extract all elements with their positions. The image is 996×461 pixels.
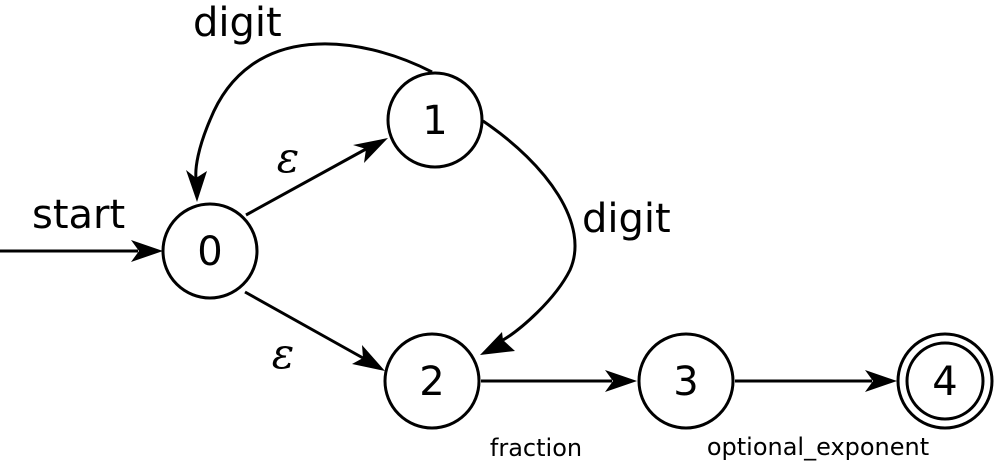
edge-1-to-0 bbox=[194, 42, 433, 179]
state-label: 2 bbox=[419, 359, 444, 405]
fraction-label: fraction bbox=[490, 434, 582, 461]
arrowhead bbox=[353, 138, 388, 163]
digit-label: digit bbox=[582, 196, 671, 242]
state-4-accepting: 4 bbox=[896, 332, 994, 430]
digit-label: digit bbox=[193, 0, 282, 46]
state-1: 1 bbox=[386, 71, 484, 169]
arrowhead bbox=[186, 170, 207, 202]
state-3: 3 bbox=[637, 332, 735, 430]
state-0: 0 bbox=[161, 202, 259, 300]
state-label: 0 bbox=[197, 229, 222, 275]
edge-0-to-2 bbox=[244, 290, 364, 360]
arrowhead bbox=[131, 240, 163, 262]
state-label: 1 bbox=[422, 98, 447, 144]
arrowhead bbox=[480, 332, 515, 355]
arrowhead bbox=[865, 370, 897, 392]
optional-exponent-label: optional_exponent bbox=[707, 433, 929, 461]
state-2: 2 bbox=[383, 332, 481, 430]
epsilon-label: ε bbox=[272, 329, 295, 378]
start-label: start bbox=[32, 192, 125, 238]
state-label: 3 bbox=[673, 359, 698, 405]
state-label: 4 bbox=[932, 359, 957, 405]
edge-0-to-1 bbox=[245, 147, 367, 217]
edge-1-to-2 bbox=[482, 119, 577, 342]
arrowhead bbox=[352, 345, 385, 371]
arrowhead bbox=[605, 370, 637, 392]
epsilon-label: ε bbox=[277, 133, 300, 182]
